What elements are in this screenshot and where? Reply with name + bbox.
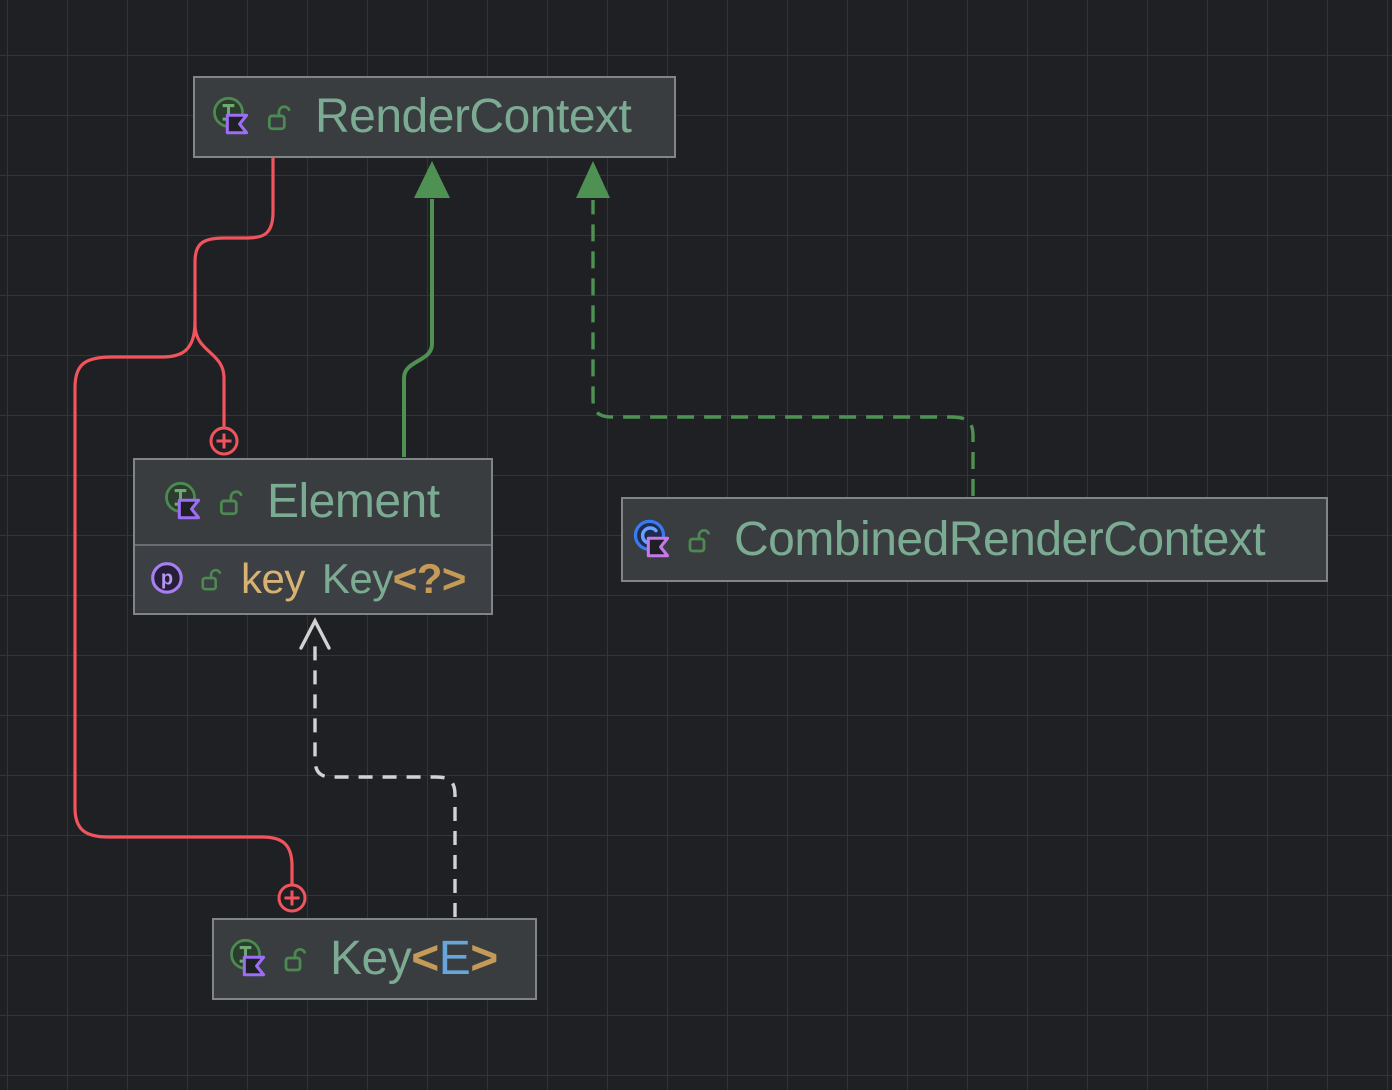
node-element-header: Element: [135, 460, 491, 544]
node-element[interactable]: Element p key Key<?>: [133, 458, 493, 615]
edge-combined-rendercontext[interactable]: [591, 200, 975, 496]
node-title: CombinedRenderContext: [734, 512, 1266, 566]
arrowhead-dependency: [299, 617, 331, 650]
node-title: Element: [267, 475, 440, 528]
property-type: Key: [321, 554, 393, 602]
aggregation-plus-key-marker[interactable]: [277, 883, 307, 913]
unlocked-lock-icon: [218, 486, 246, 518]
interface-icon: [211, 96, 253, 138]
edge-element-rendercontext[interactable]: [402, 199, 434, 457]
class-icon: [632, 519, 674, 561]
edge-rendercontext-key[interactable]: [73, 321, 294, 884]
property-row-key[interactable]: p key Key<?>: [135, 544, 491, 611]
unlocked-lock-icon: [687, 525, 713, 555]
node-rendercontext[interactable]: RenderContext: [193, 76, 676, 158]
edge-rendercontext-element[interactable]: [193, 158, 275, 427]
node-rendercontext-header: RenderContext: [195, 78, 674, 156]
aggregation-plus-element-marker[interactable]: [209, 426, 239, 456]
node-title: RenderContext: [315, 90, 632, 143]
svg-text:p: p: [161, 567, 173, 589]
node-key[interactable]: Key<E>: [212, 918, 537, 1000]
node-title: Key<E>: [330, 932, 498, 985]
property-name: key: [241, 554, 305, 602]
interface-icon: [163, 481, 205, 523]
node-key-header: Key<E>: [214, 920, 535, 998]
node-combinedrendercontext[interactable]: CombinedRenderContext: [621, 497, 1328, 582]
property-type-generic: <?>: [392, 554, 467, 602]
unlocked-lock-icon: [283, 944, 309, 974]
arrowhead-extends: [414, 161, 450, 198]
unlocked-lock-icon: [266, 101, 294, 133]
edge-key-element[interactable]: [313, 645, 457, 917]
property-icon: p: [149, 560, 187, 598]
arrowhead-implements: [576, 161, 610, 198]
interface-icon: [228, 938, 270, 980]
node-combinedrendercontext-header: CombinedRenderContext: [623, 499, 1326, 580]
unlocked-lock-icon: [200, 565, 224, 593]
